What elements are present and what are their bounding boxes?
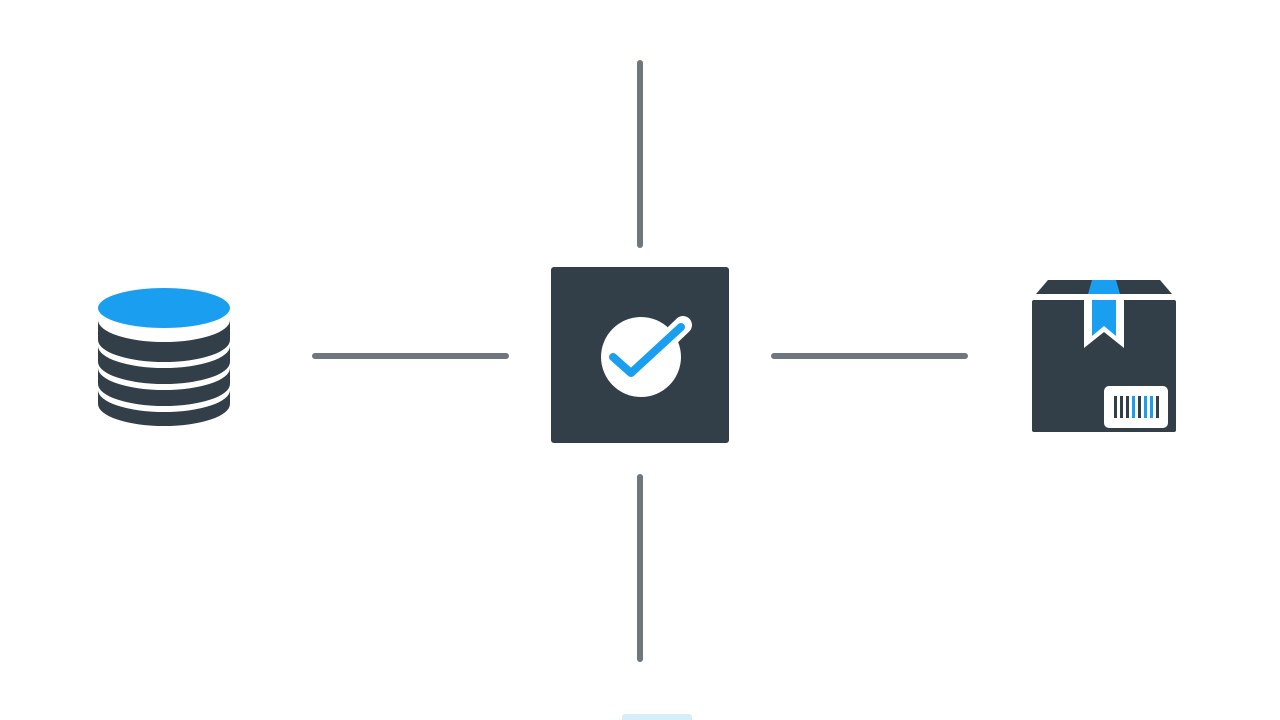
package-icon — [1032, 280, 1176, 432]
connector-left — [312, 353, 509, 359]
database-node — [94, 284, 234, 432]
check-badge-icon — [551, 267, 729, 443]
connector-top — [637, 60, 643, 248]
connector-bottom — [637, 474, 643, 662]
database-icon — [98, 288, 230, 426]
package-node — [1028, 276, 1180, 436]
partial-element-bottom — [622, 714, 692, 720]
verification-node — [551, 267, 729, 443]
connector-right — [771, 353, 968, 359]
